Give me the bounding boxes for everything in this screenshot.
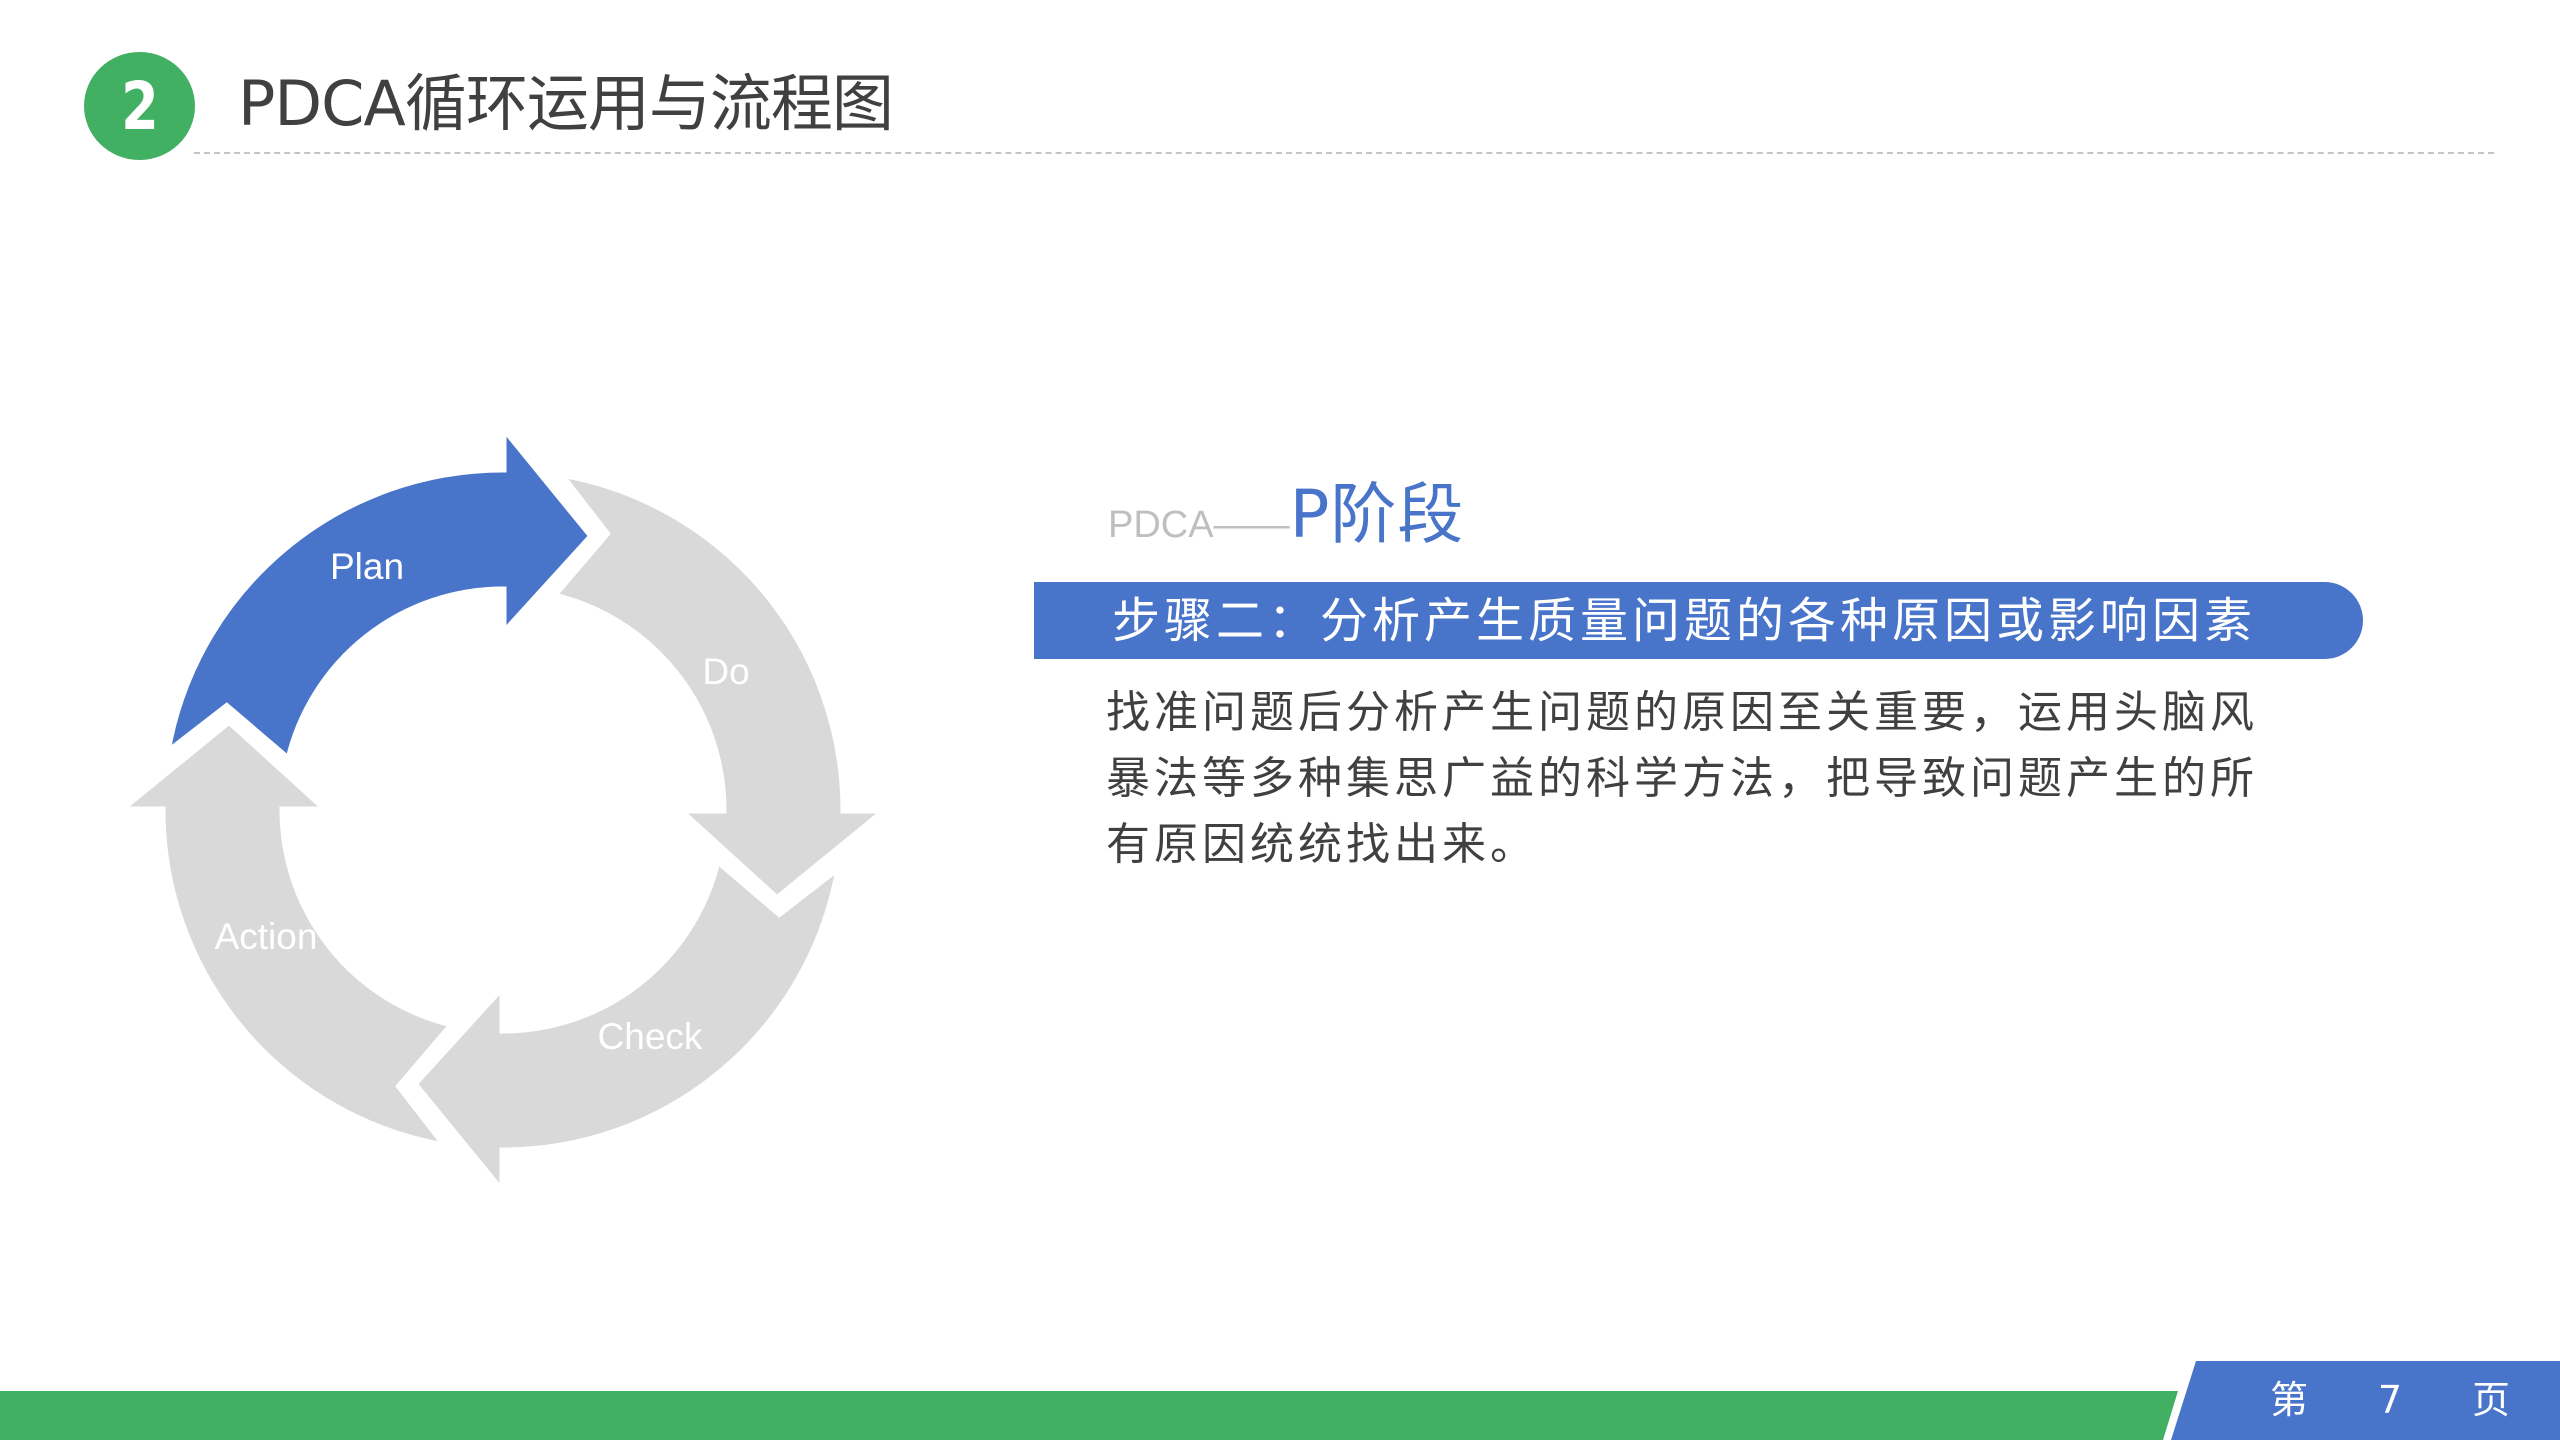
stage-heading-name: P阶段 [1289, 476, 1465, 553]
page-number-value: 7 [2377, 1378, 2403, 1422]
page-number-prefix: 第 [2270, 1378, 2309, 1422]
page-number-suffix: 页 [2471, 1378, 2510, 1422]
stage-heading: PDCA——P阶段 [1108, 470, 1464, 560]
section-number-badge: 2 [84, 52, 195, 160]
cycle-label-do: Do [702, 651, 750, 692]
footer-page-tab [2171, 1361, 2560, 1440]
step-description: 找准问题后分析产生问题的原因至关重要，运用头脑风暴法等多种集思广益的科学方法，把… [1106, 687, 2258, 870]
page-number-indicator: 第 7 页 [2270, 1372, 2510, 1428]
stage-heading-prefix: PDCA—— [1108, 504, 1290, 546]
title-divider [194, 152, 2494, 154]
cycle-arrow-plan[interactable] [167, 427, 592, 760]
step-title-banner: 步骤二：分析产生质量问题的各种原因或影响因素 [1034, 582, 2363, 659]
cycle-label-plan: Plan [329, 546, 405, 587]
cycle-label-action: Action [214, 916, 318, 957]
page-title: PDCA循环运用与流程图 [238, 67, 894, 140]
cycle-label-check: Check [597, 1016, 703, 1057]
pdca-cycle-diagram [0, 0, 1000, 1300]
step-title: 步骤二：分析产生质量问题的各种原因或影响因素 [1112, 592, 2257, 649]
footer-green-bar [0, 1391, 2178, 1440]
section-number: 2 [120, 68, 159, 145]
